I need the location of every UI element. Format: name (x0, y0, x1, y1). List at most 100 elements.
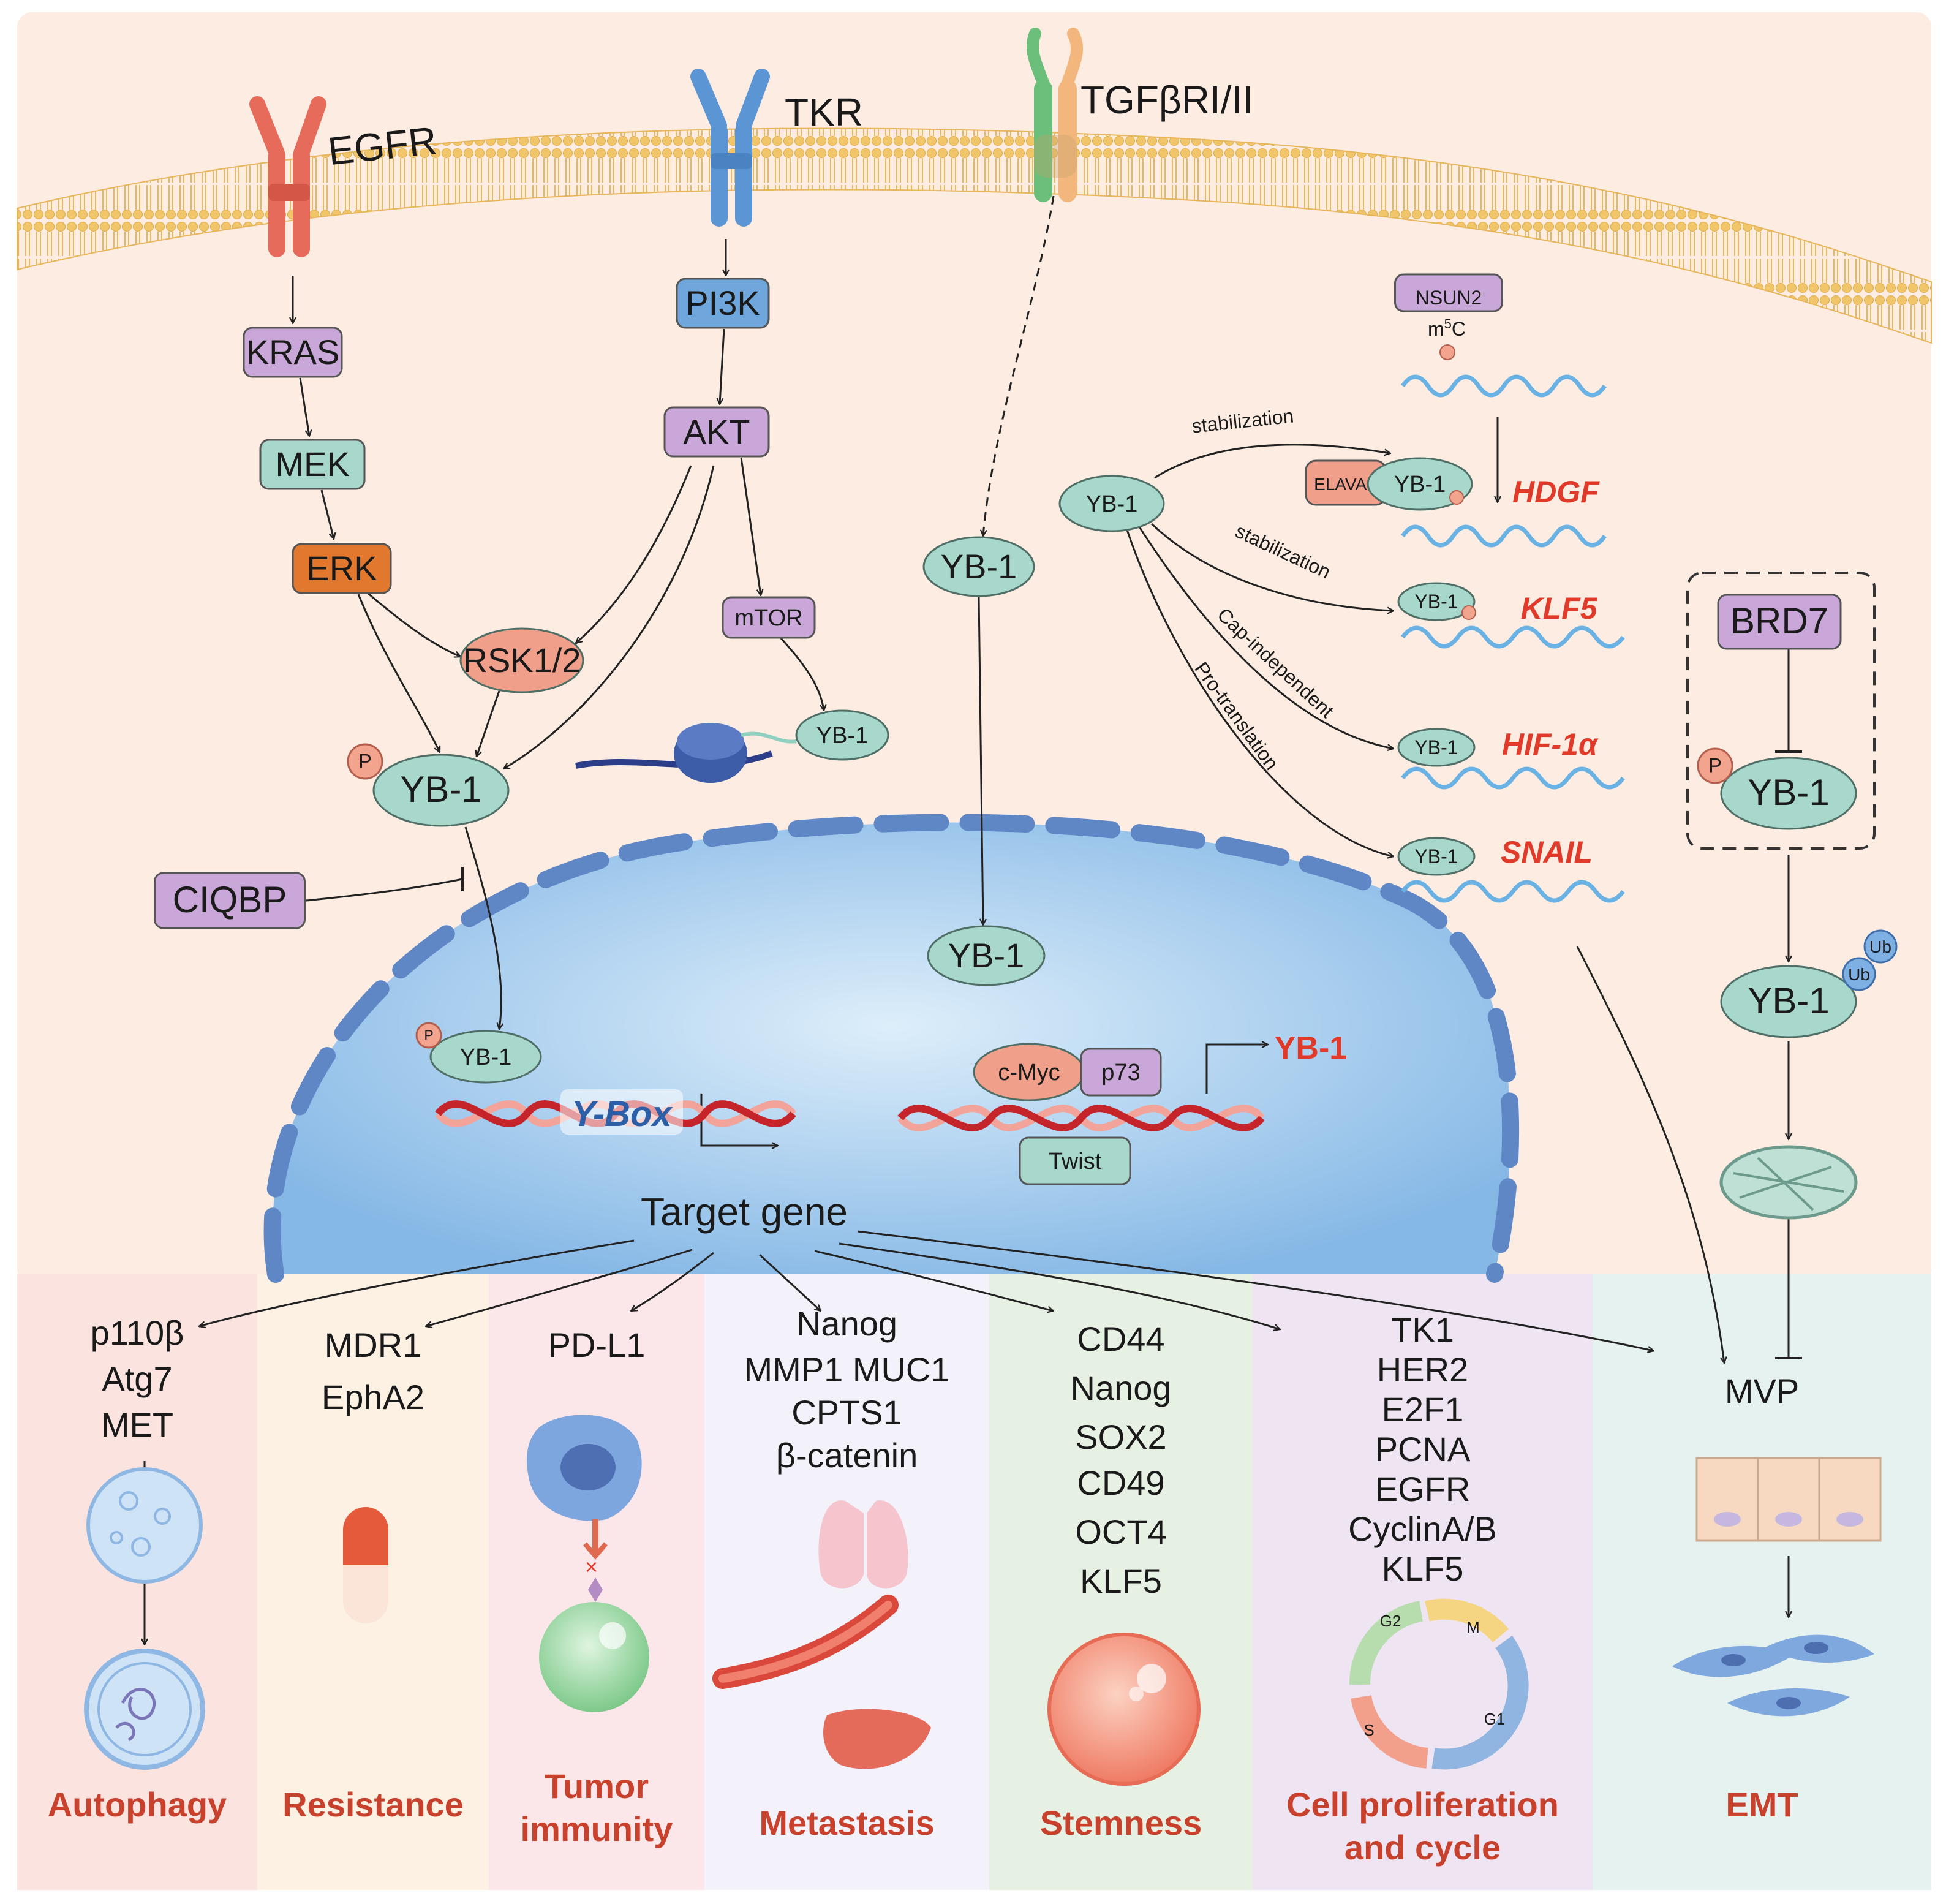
tumor-cell-icon: × (527, 1415, 649, 1712)
yb1-nucleus-ellipse: YB-1 (927, 925, 1046, 986)
arrow-target-prolif (839, 1242, 1280, 1329)
elava1-box: ELAVA1 (1305, 459, 1387, 506)
panel-4-gene-5: KLF5 (1080, 1562, 1162, 1600)
panel-2-process-0: Tumor (545, 1767, 649, 1805)
ub-2-label: Ub (1848, 965, 1870, 984)
panel-3-gene-1: MMP1 MUC1 (744, 1350, 949, 1389)
ribosome-mrna (575, 723, 797, 783)
autophagosome-icon (84, 1467, 205, 1770)
arrow-erk-yb1 (357, 594, 441, 752)
akt-box: AKT (663, 406, 770, 458)
mtor-box: mTOR (722, 596, 816, 639)
yb1-bound-p: P (415, 1022, 442, 1049)
mek-box: MEK (259, 439, 366, 490)
arrow-yb1-gene (1205, 1045, 1268, 1094)
proteasome-icon (1719, 1145, 1858, 1220)
panel-5-gene-4: EGFR (1375, 1470, 1471, 1508)
panel-bg-5 (1253, 1274, 1593, 1890)
panel-0-gene-0: p110β (91, 1313, 184, 1352)
arrow-mek-erk (320, 489, 334, 539)
arrow-yb1-dna (464, 826, 501, 1029)
panel-4-gene-3: CD49 (1077, 1464, 1164, 1502)
arrow-akt-yb1 (503, 465, 715, 770)
cell-cycle-icon (1349, 1598, 1529, 1770)
dna-right (897, 1105, 1265, 1131)
epithelial-cells-icon (1695, 1457, 1882, 1542)
p73-box: p73 (1080, 1048, 1162, 1097)
yb1-snail-ellipse: YB-1 (1397, 837, 1476, 876)
yb1-ub-ellipse: YB-1 (1720, 965, 1857, 1038)
cc-g1: G1 (1484, 1710, 1506, 1728)
yb1-phospho-p-label: P (358, 750, 371, 773)
panel-1-gene-1: EphA2 (322, 1378, 424, 1416)
m5c-dot-2 (1449, 490, 1464, 505)
m5c-dot-3 (1461, 605, 1476, 620)
panel-2-gene-0: PD-L1 (548, 1326, 646, 1364)
tgfbr-label: TGFβRI/II (1080, 78, 1253, 122)
rsk-ellipse: RSK1/2 (459, 627, 584, 693)
panel-2-process-1: immunity (521, 1810, 673, 1848)
panel-0-gene-2: MET (101, 1405, 173, 1444)
yb1-mrna-ellipse: YB-1 (1058, 475, 1165, 532)
yb1-bound-ellipse: YB-1 (429, 1030, 542, 1084)
panel-3-gene-0: Nanog (796, 1304, 897, 1343)
panel-4-gene-0: CD44 (1077, 1320, 1164, 1358)
arrow-target-autophagy (199, 1239, 635, 1326)
panel-5-gene-3: PCNA (1375, 1430, 1471, 1468)
p73-box-label: p73 (1101, 1060, 1140, 1086)
yb1-ub-ellipse-label: YB-1 (1748, 980, 1829, 1021)
stem-cell-icon (1047, 1633, 1201, 1786)
arrow-kras-mek (299, 377, 309, 436)
target-gene-label: Target gene (641, 1190, 848, 1234)
kras-box: KRAS (243, 327, 343, 378)
panel-5-gene-2: E2F1 (1382, 1390, 1464, 1429)
nsun2-box: NSUN2 (1394, 273, 1503, 312)
arrow-stab-klf5 (1150, 523, 1394, 611)
mek-box-label: MEK (275, 445, 349, 483)
ciqbp-box: CIQBP (154, 872, 306, 929)
panel-3-gene-3: β-catenin (776, 1436, 918, 1475)
yb1-snail-ellipse-label: YB-1 (1414, 845, 1458, 867)
ub-1-label: Ub (1869, 937, 1891, 956)
panel-5-process-0: Cell proliferation (1286, 1785, 1559, 1824)
mesenchymal-cells-icon (1672, 1634, 1874, 1717)
mrna-hdgf (1401, 524, 1607, 548)
cmyc-ellipse-label: c-Myc (998, 1060, 1060, 1086)
ub-2: Ub (1842, 957, 1876, 991)
arrow-target-immunity (631, 1252, 714, 1312)
panel-3-gene-2: CPTS1 (791, 1393, 902, 1432)
arrow-tgf-yb1 (983, 195, 1055, 536)
gene-hdgf: HDGF (1512, 475, 1600, 509)
arrow-erk-rsk (367, 592, 461, 657)
gene-klf5: KLF5 (1521, 591, 1598, 625)
yb1-hdgf-ellipse-label: YB-1 (1394, 472, 1446, 497)
svg-text:×: × (585, 1554, 598, 1579)
yb1-mrna-ellipse-label: YB-1 (1086, 491, 1137, 517)
yb1-phospho-p: P (347, 743, 383, 780)
pathway-nodes: KRASMEKERKPI3KAKTmTORRSK1/2YB-1PCIQBPYB-… (154, 273, 1898, 1185)
kras-box-label: KRAS (246, 333, 340, 371)
panel-4-gene-1: Nanog (1070, 1369, 1171, 1407)
panel-0-process-0: Autophagy (48, 1785, 227, 1824)
erk-box: ERK (292, 543, 392, 594)
yb1-klf5-ellipse: YB-1 (1397, 582, 1476, 621)
cmyc-ellipse: c-Myc (973, 1043, 1085, 1101)
tgfbr-receptor (1026, 28, 1084, 202)
nsun2-box-label: NSUN2 (1416, 287, 1482, 309)
yb1-hif-ellipse: YB-1 (1397, 728, 1476, 767)
panel-bg-6 (1593, 1274, 1931, 1890)
arrow-akt-rsk (576, 465, 692, 643)
yb1-mtor-ellipse: YB-1 (795, 709, 889, 761)
twist-box-label: Twist (1049, 1149, 1102, 1174)
outcome-panels (17, 1274, 1931, 1890)
pi3k-box: PI3K (676, 278, 770, 329)
mtor-box-label: mTOR (734, 605, 802, 631)
ub-1: Ub (1863, 929, 1898, 964)
mrna-snail (1401, 880, 1625, 903)
panel-5-gene-1: HER2 (1377, 1350, 1468, 1389)
yb1-mtor-ellipse-label: YB-1 (816, 723, 868, 749)
arrow-mtor-yb1 (780, 637, 824, 711)
gene-snail: SNAIL (1501, 835, 1593, 869)
pathway-arrows (145, 195, 1802, 1645)
